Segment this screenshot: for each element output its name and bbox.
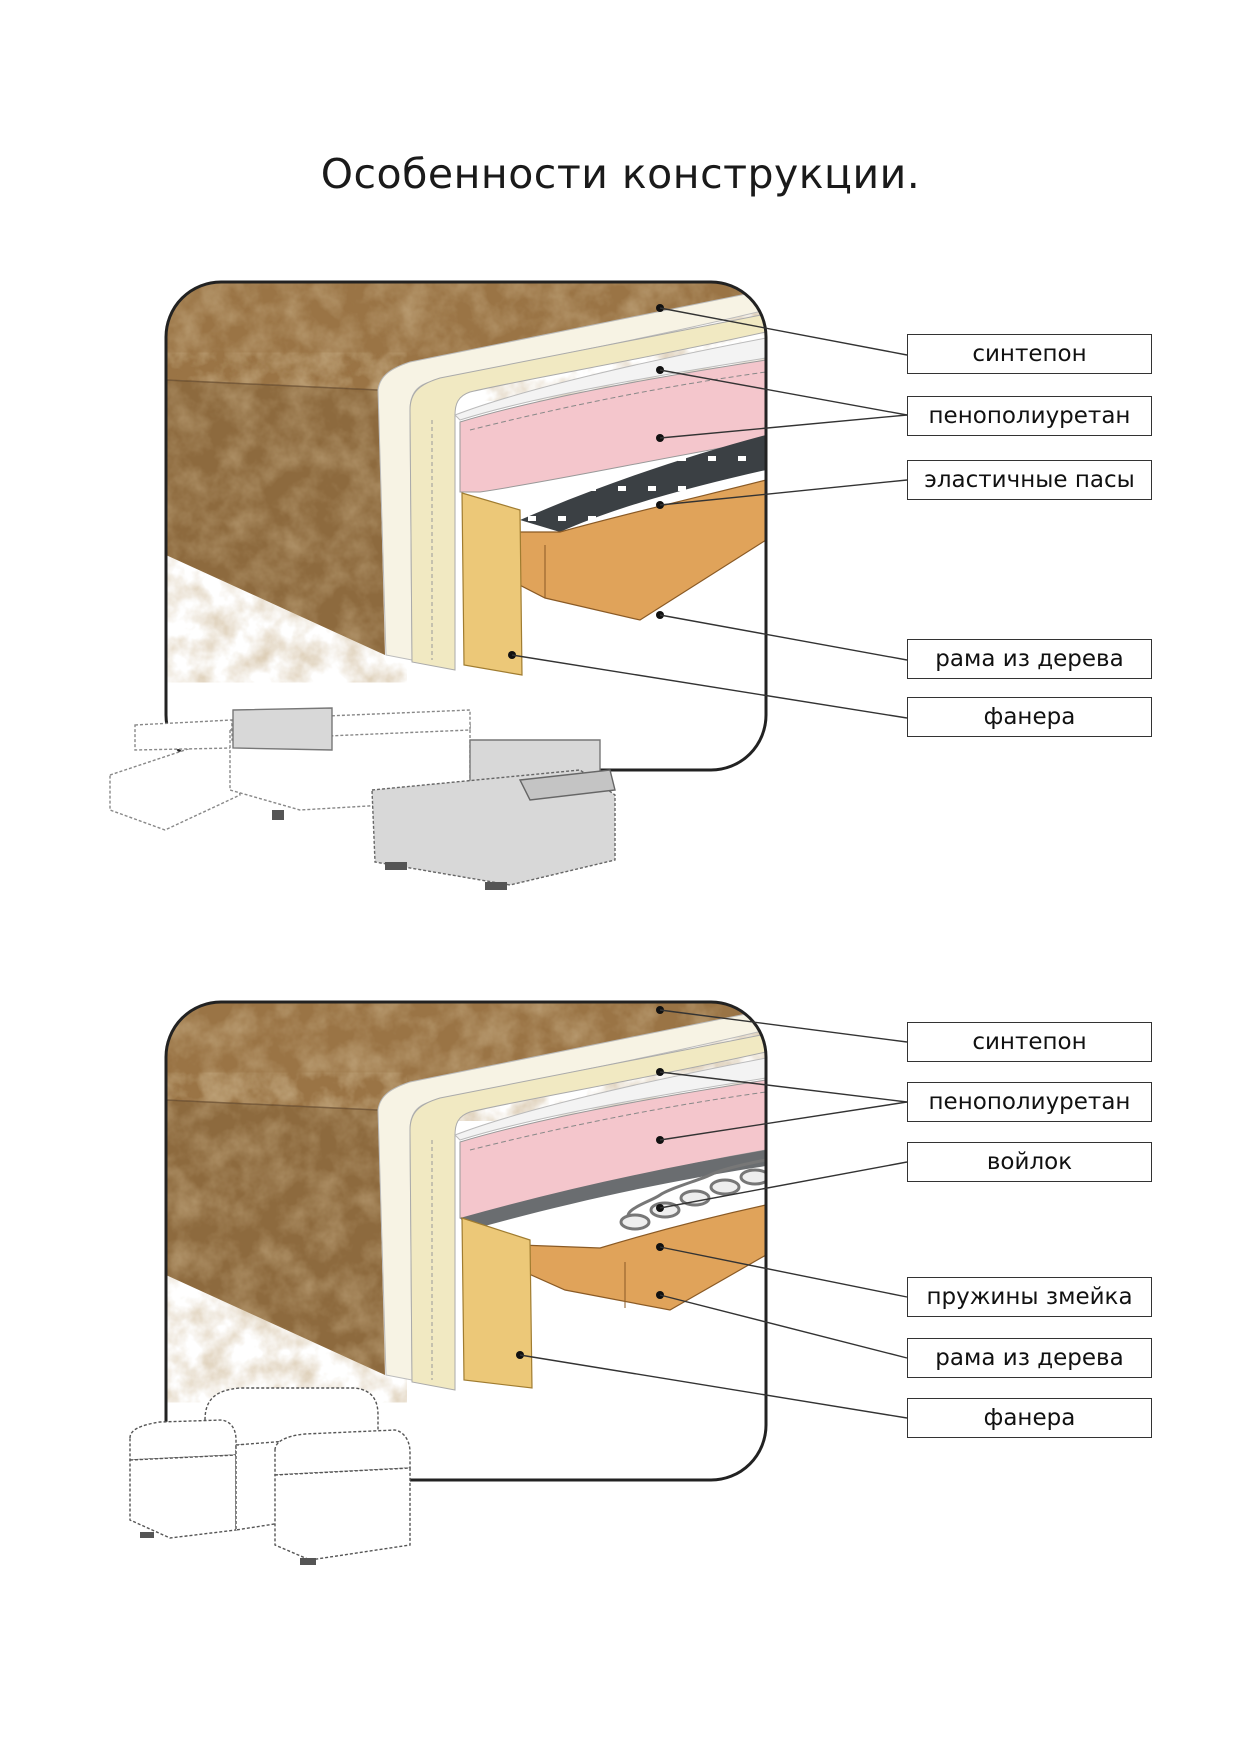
construction-diagram-armchair: синтепон пенополиуретан войлок пружины з… bbox=[0, 990, 1241, 1610]
felt-layer bbox=[460, 1150, 766, 1230]
page-title: Особенности конструкции. bbox=[320, 150, 921, 198]
plywood bbox=[461, 492, 523, 676]
cross-section-illustration-1 bbox=[109, 280, 908, 890]
cross-section-illustration-2 bbox=[129, 1000, 908, 1565]
label-plywood: фанера bbox=[907, 1398, 1152, 1438]
label-batting: синтепон bbox=[907, 1022, 1152, 1062]
elastic-belts bbox=[520, 435, 766, 532]
label-foam: пенополиуретан bbox=[907, 396, 1152, 436]
label-wood-frame: рама из дерева bbox=[907, 639, 1152, 679]
label-zigzag-springs: пружины змейка bbox=[907, 1277, 1152, 1317]
label-foam: пенополиуретан bbox=[907, 1082, 1152, 1122]
label-wood-frame: рама из дерева bbox=[907, 1338, 1152, 1378]
construction-diagram-sofa: синтепон пенополиуретан эластичные пасы … bbox=[0, 270, 1241, 910]
label-felt: войлок bbox=[907, 1142, 1152, 1182]
label-batting: синтепон bbox=[907, 334, 1152, 374]
zigzag-springs bbox=[619, 1158, 766, 1231]
wood-frame bbox=[499, 479, 766, 621]
label-elastic-belts: эластичные пасы bbox=[907, 460, 1152, 500]
corner-sofa-icon bbox=[109, 707, 616, 890]
armchair-icon bbox=[129, 1387, 411, 1565]
label-plywood: фанера bbox=[907, 697, 1152, 737]
leader-lines bbox=[511, 307, 908, 719]
